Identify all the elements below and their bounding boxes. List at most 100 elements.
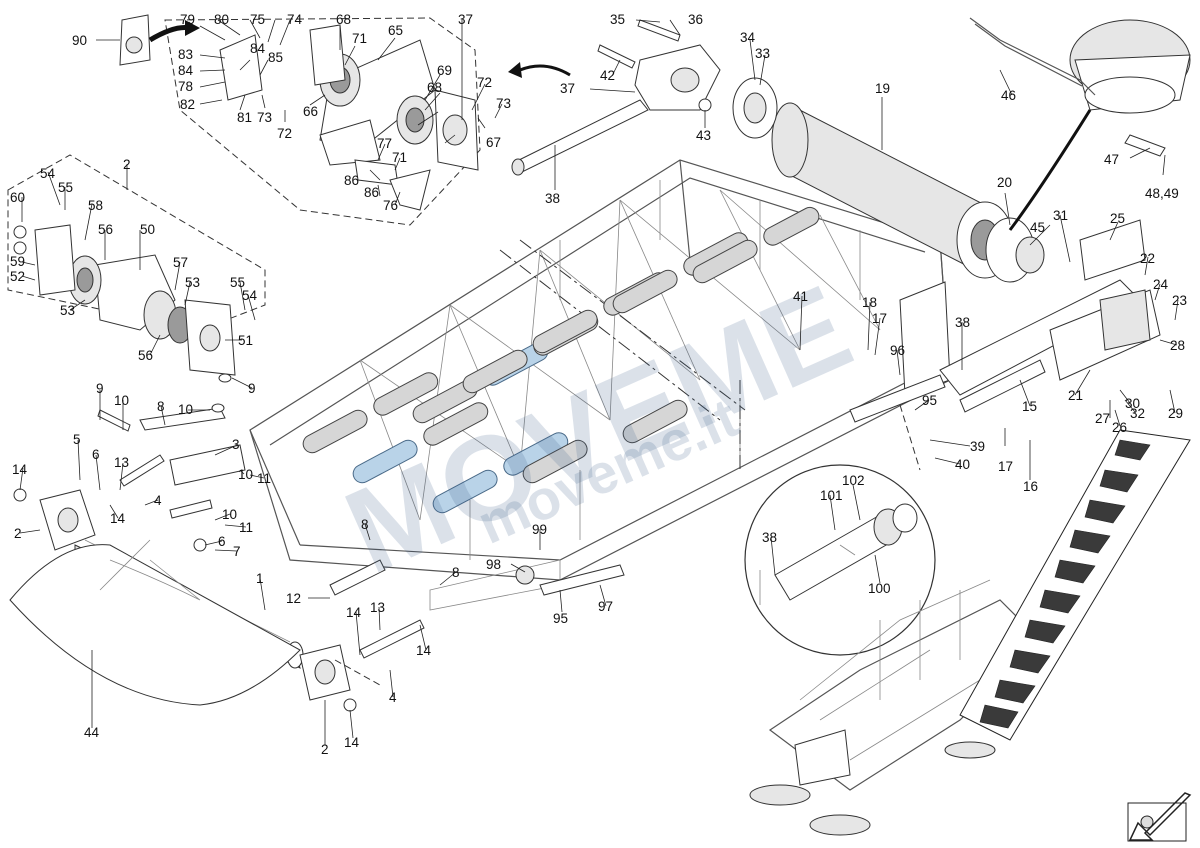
callout-38: 38: [955, 315, 970, 330]
callout-79: 79: [180, 12, 195, 27]
callout-83: 83: [178, 47, 193, 62]
callout-55: 55: [230, 275, 245, 290]
callout-54: 54: [242, 288, 258, 303]
lower-shaft: [515, 564, 625, 596]
callout-74: 74: [287, 12, 303, 27]
callout-8: 8: [157, 399, 165, 414]
callout-71: 71: [392, 150, 407, 165]
callout-17: 17: [872, 311, 887, 326]
callout-37: 37: [458, 12, 473, 27]
callout-30: 30: [1125, 396, 1140, 411]
callout-39: 39: [970, 439, 985, 454]
callout-28: 28: [1170, 338, 1185, 353]
callout-36: 36: [688, 12, 703, 27]
flange-assembly: [732, 77, 778, 139]
callout-8: 8: [361, 517, 369, 532]
callout-55: 55: [58, 180, 73, 195]
callout-86: 86: [344, 173, 359, 188]
belt-chevrons: [979, 439, 1151, 729]
belt-44: [9, 539, 301, 706]
callout-2: 2: [123, 157, 131, 172]
callout-6: 6: [92, 447, 100, 462]
callout-26: 26: [1112, 420, 1127, 435]
callout-100: 100: [868, 581, 891, 596]
callout-98: 98: [486, 557, 501, 572]
section-lines: [499, 239, 746, 470]
callout-10: 10: [222, 507, 237, 522]
callout-8: 8: [452, 565, 460, 580]
callout-42: 42: [600, 68, 615, 83]
callout-95: 95: [553, 611, 568, 626]
callout-11: 11: [239, 520, 253, 535]
callout-73: 73: [257, 110, 272, 125]
callout-13: 13: [370, 600, 385, 615]
callout-40: 40: [955, 457, 970, 472]
drive-drum: [771, 102, 1045, 283]
callout-59: 59: [10, 254, 25, 269]
callout-23: 23: [1172, 293, 1187, 308]
callout-29: 29: [1168, 406, 1183, 421]
callout-38: 38: [545, 191, 560, 206]
detail-inset: [744, 404, 936, 656]
callout-69: 69: [437, 63, 452, 78]
detail-90: [119, 14, 200, 66]
callout-58: 58: [88, 198, 103, 213]
callout-14: 14: [12, 462, 28, 477]
callout-68: 68: [427, 80, 442, 95]
callout-4: 4: [154, 493, 162, 508]
callout-7: 7: [233, 544, 241, 559]
callout-14: 14: [344, 735, 360, 750]
callout-46: 46: [1001, 88, 1016, 103]
callout-44: 44: [84, 725, 100, 740]
callout-71: 71: [352, 31, 367, 46]
callout-72: 72: [277, 126, 292, 141]
callout-84: 84: [250, 41, 266, 56]
arrow-37: [508, 62, 571, 78]
callout-77: 77: [377, 136, 392, 151]
callout-78: 78: [178, 79, 193, 94]
callout-54: 54: [40, 166, 56, 181]
callout-75: 75: [250, 12, 265, 27]
callout-14: 14: [346, 605, 362, 620]
callout-31: 31: [1053, 208, 1068, 223]
callout-53: 53: [60, 303, 75, 318]
callout-19: 19: [875, 81, 890, 96]
callout-95: 95: [922, 393, 937, 408]
callout-102: 102: [842, 473, 865, 488]
callout-21: 21: [1068, 388, 1083, 403]
bracket-top: [597, 19, 721, 112]
callout-6: 6: [218, 534, 226, 549]
callout-9: 9: [96, 381, 104, 396]
callout-15: 15: [1022, 399, 1037, 414]
callout-43: 43: [696, 128, 711, 143]
callout-68: 68: [336, 12, 351, 27]
callout-45: 45: [1030, 220, 1045, 235]
callout-4: 4: [389, 690, 397, 705]
callout-97: 97: [598, 599, 613, 614]
callout-80: 80: [214, 12, 229, 27]
callout-67: 67: [486, 135, 501, 150]
callout-14: 14: [416, 643, 432, 658]
callout-65: 65: [388, 23, 403, 38]
callout-51: 51: [238, 333, 253, 348]
callout-66: 66: [303, 104, 318, 119]
gearbox-assembly: [969, 17, 1191, 231]
callout-9: 9: [248, 381, 256, 396]
callout-37: 37: [560, 81, 575, 96]
machine-overview: [749, 429, 1191, 836]
callout-10: 10: [114, 393, 129, 408]
callout-1: 1: [256, 571, 264, 586]
callout-12: 12: [286, 591, 301, 606]
callout-25: 25: [1110, 211, 1125, 226]
callout-10: 10: [238, 467, 253, 482]
top-bearing-group: [164, 17, 481, 226]
callout-3: 3: [232, 437, 240, 452]
callout-84: 84: [178, 63, 194, 78]
callout-27: 27: [1095, 411, 1110, 426]
callout-41: 41: [793, 289, 808, 304]
callout-48-49: 48,49: [1145, 186, 1179, 201]
shaft-top: [511, 99, 649, 176]
callout-33: 33: [755, 46, 770, 61]
callout-47: 47: [1104, 152, 1119, 167]
